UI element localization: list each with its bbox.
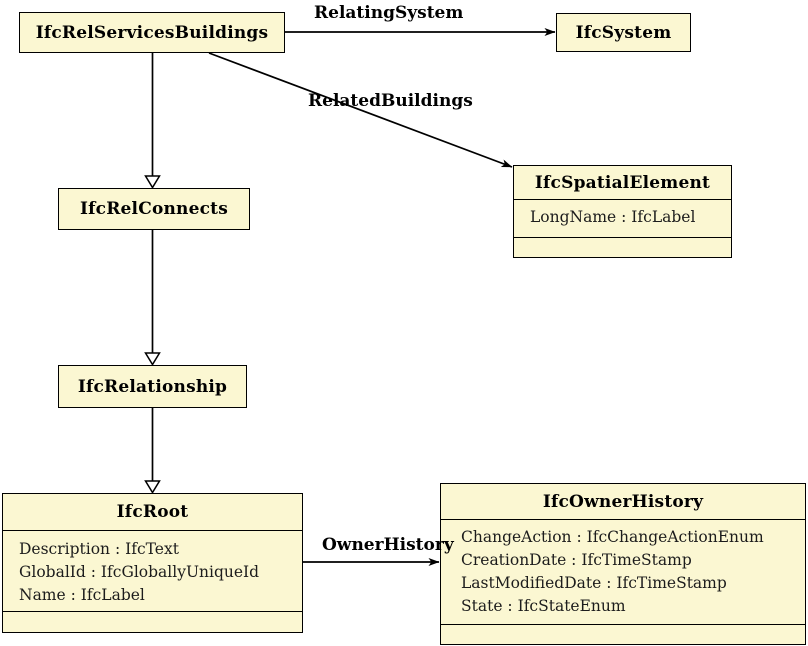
class-attribute: ChangeAction : IfcChangeActionEnum bbox=[461, 528, 764, 546]
class-box-ifcrelservicesbuildings: IfcRelServicesBuildings bbox=[19, 12, 285, 53]
class-title: IfcSystem bbox=[575, 22, 672, 43]
class-title: IfcRelationship bbox=[77, 376, 228, 397]
class-operations-empty bbox=[441, 624, 805, 644]
class-box-ifcrelationship: IfcRelationship bbox=[58, 365, 247, 408]
class-attribute: Description : IfcText bbox=[19, 540, 179, 558]
class-title: IfcRoot bbox=[116, 502, 189, 522]
class-attributes: LongName : IfcLabel bbox=[514, 199, 731, 237]
edge-label-relatingsystem: RelatingSystem bbox=[314, 3, 464, 23]
class-operations-empty bbox=[514, 237, 731, 257]
generalization-triangle-icon bbox=[144, 480, 161, 494]
class-box-ifcspatialelement: IfcSpatialElement LongName : IfcLabel bbox=[513, 165, 732, 258]
edge-label-relatedbuildings: RelatedBuildings bbox=[308, 91, 473, 111]
class-attribute: LongName : IfcLabel bbox=[530, 208, 696, 226]
class-attributes: ChangeAction : IfcChangeActionEnum Creat… bbox=[441, 519, 805, 624]
class-title: IfcRelConnects bbox=[80, 199, 228, 219]
class-box-ifcrelconnects: IfcRelConnects bbox=[58, 188, 250, 230]
class-title: IfcOwnerHistory bbox=[542, 491, 704, 512]
class-attributes: Description : IfcText GlobalId : IfcGlob… bbox=[3, 530, 302, 611]
class-operations-empty bbox=[3, 611, 302, 632]
class-attribute: LastModifiedDate : IfcTimeStamp bbox=[461, 574, 727, 592]
class-attribute: Name : IfcLabel bbox=[19, 586, 145, 604]
class-attribute: CreationDate : IfcTimeStamp bbox=[461, 551, 692, 569]
class-box-ifcownerhistory: IfcOwnerHistory ChangeAction : IfcChange… bbox=[440, 483, 806, 645]
generalization-triangle-icon bbox=[144, 352, 161, 366]
class-title: IfcSpatialElement bbox=[534, 172, 711, 193]
class-attribute: State : IfcStateEnum bbox=[461, 597, 626, 615]
edge-label-ownerhistory: OwnerHistory bbox=[322, 535, 454, 555]
class-attribute: GlobalId : IfcGloballyUniqueId bbox=[19, 563, 260, 581]
generalization-triangle-icon bbox=[144, 175, 161, 189]
class-box-ifcroot: IfcRoot Description : IfcText GlobalId :… bbox=[2, 493, 303, 633]
class-title: IfcRelServicesBuildings bbox=[35, 22, 269, 43]
class-box-ifcsystem: IfcSystem bbox=[556, 13, 691, 52]
